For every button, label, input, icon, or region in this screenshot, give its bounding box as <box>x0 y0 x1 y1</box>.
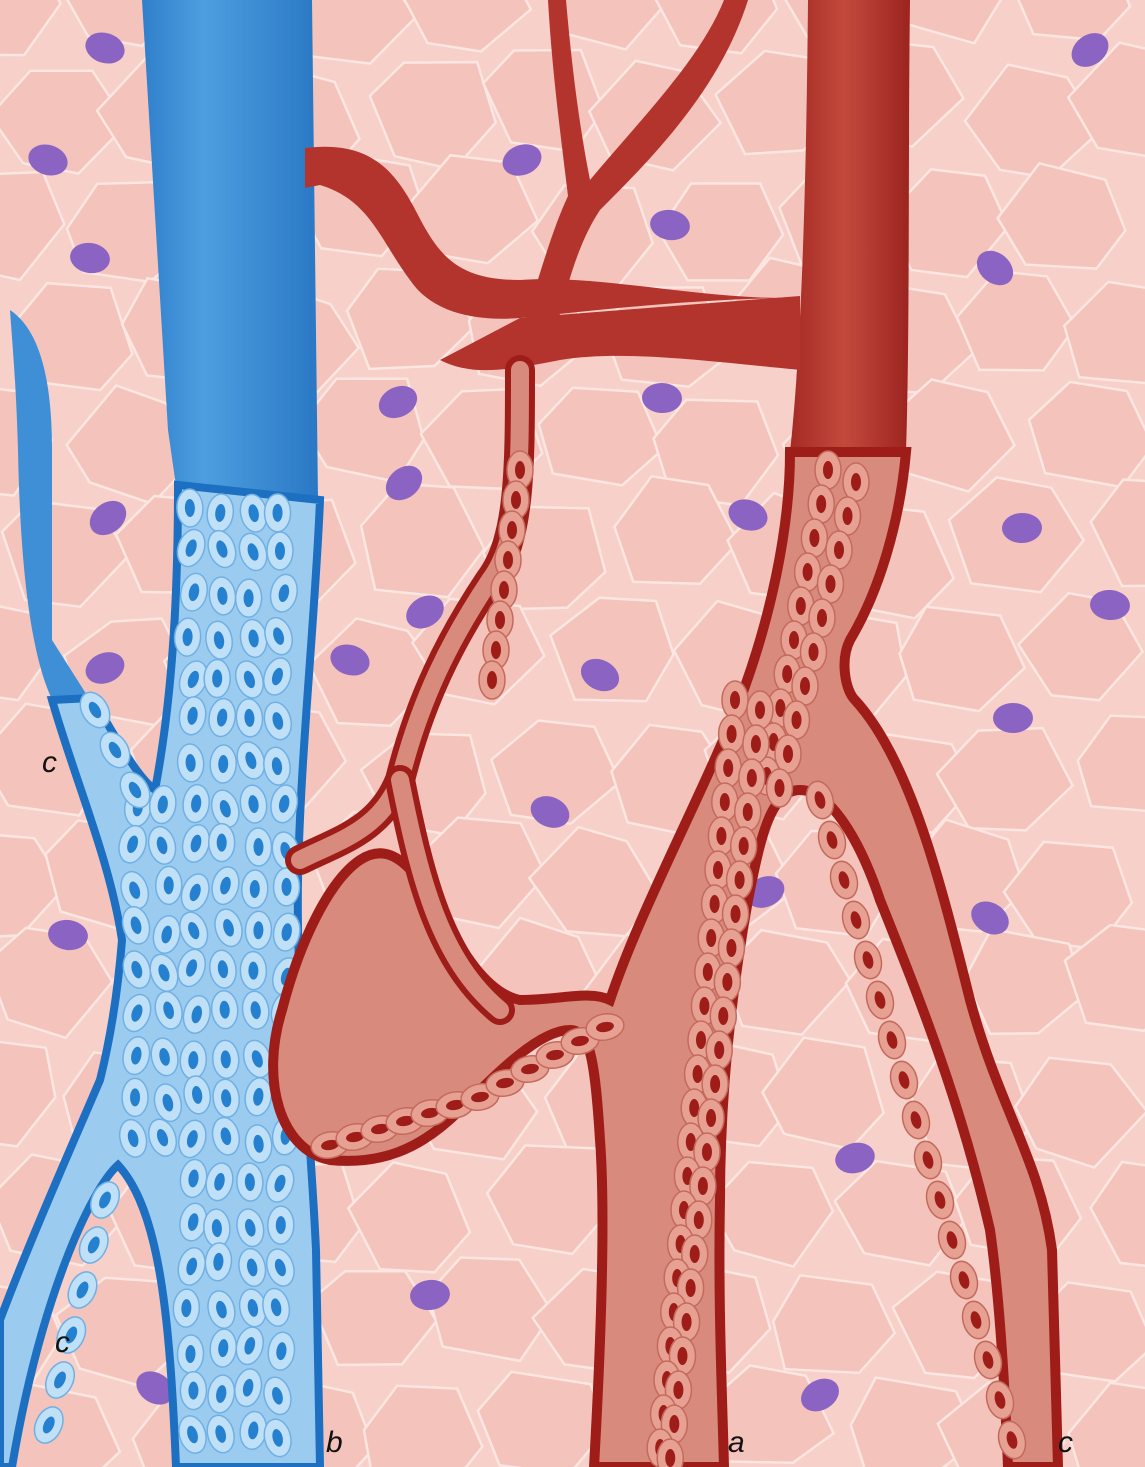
endothelial-nucleus <box>188 1382 198 1400</box>
endothelial-nucleus <box>673 1381 683 1399</box>
endothelial-nucleus <box>731 905 741 923</box>
endothelial-nucleus <box>796 597 806 615</box>
endothelial-nucleus <box>694 1211 704 1229</box>
tissue-nucleus <box>993 703 1033 733</box>
endothelial-nucleus <box>495 611 505 629</box>
endothelial-nucleus <box>809 643 819 661</box>
label-capillary-upper-left: c <box>42 746 57 779</box>
endothelial-nucleus <box>792 711 802 729</box>
label-capillary-lower-left: c <box>55 1326 70 1359</box>
endothelial-nucleus <box>511 491 521 509</box>
endothelial-nucleus <box>130 1088 140 1106</box>
endothelial-nucleus <box>782 665 792 683</box>
endothelial-nucleus <box>727 725 737 743</box>
endothelial-nucleus <box>743 803 753 821</box>
endothelial-nucleus <box>706 929 716 947</box>
endothelial-nucleus <box>714 1041 724 1059</box>
endothelial-nucleus <box>809 529 819 547</box>
endothelial-nucleus <box>677 1347 687 1365</box>
endothelial-nucleus <box>823 461 833 479</box>
endothelial-nucleus <box>735 871 745 889</box>
endothelial-nucleus <box>751 735 761 753</box>
arteriole-trunk <box>790 0 910 452</box>
endothelial-nucleus <box>702 1143 712 1161</box>
endothelial-nucleus <box>775 779 785 797</box>
endothelial-nucleus <box>499 581 509 599</box>
endothelial-nucleus <box>726 939 736 957</box>
endothelial-nucleus <box>723 759 733 777</box>
endothelial-nucleus <box>720 793 730 811</box>
endothelial-nucleus <box>710 1075 720 1093</box>
endothelial-nucleus <box>686 1279 696 1297</box>
endothelial-nucleus <box>713 861 723 879</box>
endothelial-nucleus <box>722 973 732 991</box>
label-capillary-right: c <box>1058 1426 1073 1459</box>
endothelial-nucleus <box>693 1065 703 1083</box>
endothelial-nucleus <box>682 1313 692 1331</box>
endothelial-nucleus <box>698 1177 708 1195</box>
endothelial-nucleus <box>507 521 517 539</box>
endothelial-nucleus <box>696 1031 706 1049</box>
endothelial-nucleus <box>747 769 757 787</box>
endothelial-nucleus <box>817 609 827 627</box>
endothelial-nucleus <box>706 1109 716 1127</box>
label-venule: b <box>326 1426 343 1459</box>
endothelial-nucleus <box>739 837 749 855</box>
endothelial-nucleus <box>755 701 765 719</box>
endothelial-nucleus <box>699 997 709 1015</box>
endothelial-nucleus <box>487 671 497 689</box>
endothelial-nucleus <box>665 1449 675 1467</box>
endothelial-nucleus <box>851 473 861 491</box>
endothelial-nucleus <box>826 575 836 593</box>
endothelial-nucleus <box>730 691 740 709</box>
endothelial-nucleus <box>690 1245 700 1263</box>
endothelial-nucleus <box>716 827 726 845</box>
endothelial-nucleus <box>834 541 844 559</box>
endothelial-nucleus <box>503 551 513 569</box>
endothelial-nucleus <box>491 641 501 659</box>
venule-trunk <box>142 0 318 500</box>
endothelial-nucleus <box>800 677 810 695</box>
endothelial-nucleus <box>718 1007 728 1025</box>
endothelial-nucleus <box>843 507 853 525</box>
label-arteriole: a <box>728 1426 745 1459</box>
endothelial-nucleus <box>669 1415 679 1433</box>
endothelial-nucleus <box>783 745 793 763</box>
endothelial-nucleus <box>703 963 713 981</box>
endothelial-nucleus <box>515 461 525 479</box>
endothelial-nucleus <box>803 563 813 581</box>
endothelial-nucleus <box>816 495 826 513</box>
endothelial-nucleus <box>789 631 799 649</box>
endothelial-nucleus <box>710 895 720 913</box>
endothelial-nucleus <box>217 834 227 852</box>
endothelial-nucleus <box>282 878 292 896</box>
